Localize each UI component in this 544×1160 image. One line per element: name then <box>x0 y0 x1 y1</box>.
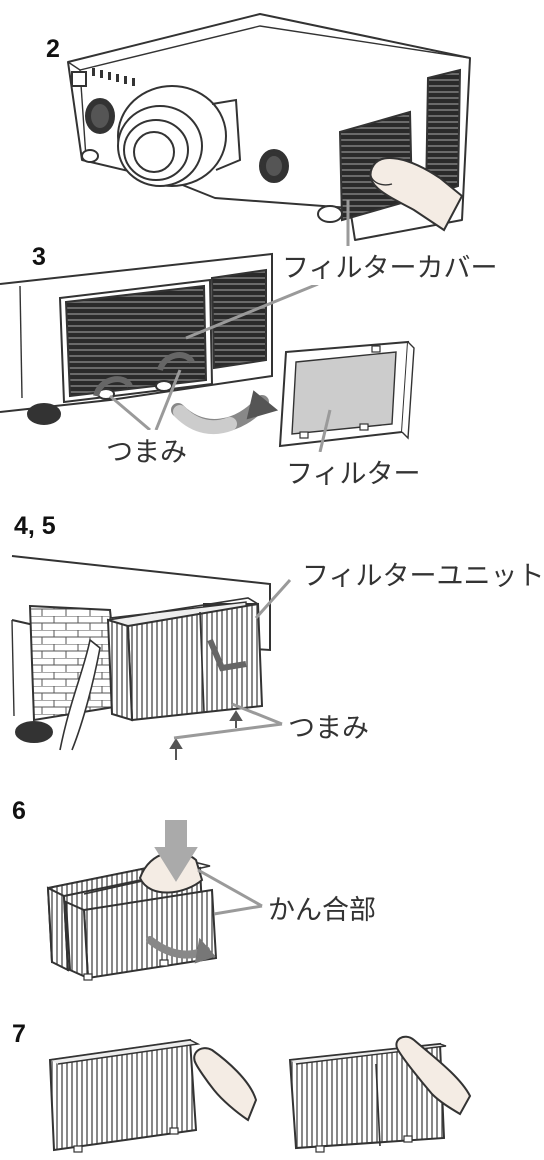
filter-step7-left <box>48 1038 258 1153</box>
label-latch: かん合部 <box>266 888 378 927</box>
projector-step3 <box>0 252 279 435</box>
label-knob-a: つまみ <box>104 430 189 469</box>
leader-knob-a-2 <box>154 369 182 431</box>
leader-latch-2 <box>213 904 263 916</box>
label-knob-b: つまみ <box>286 706 371 745</box>
step-number-4-5: 4, 5 <box>14 512 56 540</box>
step-number-6: 6 <box>12 797 26 825</box>
label-filter-unit: フィルターユニット <box>300 554 544 593</box>
leader-latch-1 <box>197 868 263 908</box>
step-number-2: 2 <box>46 35 60 63</box>
step-number-7: 7 <box>12 1020 26 1048</box>
leader-knob-b-2 <box>231 702 283 726</box>
label-filter: フィルター <box>284 452 423 491</box>
filter-step7-right <box>288 1035 472 1153</box>
leader-filter <box>318 409 332 453</box>
projector-step45 <box>11 555 271 760</box>
callout-lines <box>109 200 350 916</box>
leader-knob-a-1 <box>109 394 151 432</box>
step-number-3: 3 <box>32 243 46 271</box>
projector-step2 <box>67 13 471 241</box>
leader-filter-cover-b <box>185 282 319 340</box>
loose-filter <box>278 340 415 448</box>
label-filter-cover: フィルターカバー <box>280 246 500 285</box>
filter-step6 <box>46 820 218 981</box>
leader-knob-b-1 <box>173 722 283 740</box>
leader-filter-unit <box>254 578 292 620</box>
